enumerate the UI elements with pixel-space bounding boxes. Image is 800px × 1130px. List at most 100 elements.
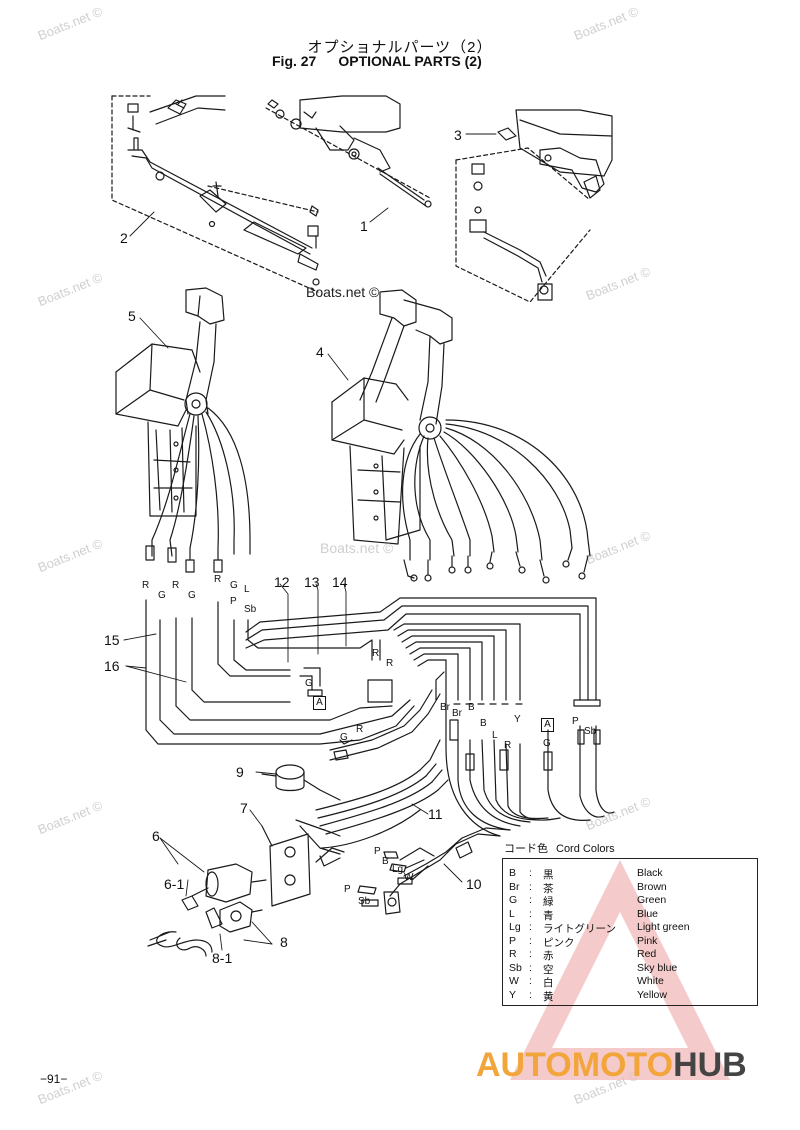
- legend-row: Y : 黄 Yellow: [509, 988, 753, 1003]
- page-title-jp: オプショナルパーツ（2）: [307, 39, 493, 56]
- legend-row: G : 緑 Green: [509, 894, 753, 908]
- legend-en: White: [637, 975, 664, 987]
- brand-logo: AUTOMOTOHUB: [476, 1046, 747, 1085]
- logo-text-secondary: HUB: [673, 1046, 747, 1084]
- wire-label: L: [244, 584, 250, 595]
- legend-jp: 黄: [543, 990, 554, 1003]
- callout-11: 11: [428, 806, 443, 822]
- main-harness-10: [357, 827, 511, 915]
- wire-label: Br: [452, 708, 462, 719]
- remote-control-box-4: [331, 289, 453, 545]
- logo-triangle: [510, 860, 730, 1080]
- panel-plate-7: [261, 825, 345, 907]
- callout-15: 15: [104, 632, 120, 648]
- legend-row: R : 赤 Red: [509, 948, 753, 962]
- callout-9: 9: [236, 764, 244, 780]
- callout-4: 4: [316, 344, 324, 360]
- legend-code: R :: [509, 948, 532, 960]
- legend-en: Yellow: [637, 988, 667, 1001]
- wire-label: B: [468, 702, 475, 713]
- remote-cable-attachment-2: [111, 95, 320, 293]
- legend-row: L : 青 Blue: [509, 907, 753, 922]
- wire-label: Lg: [392, 864, 404, 875]
- wire-label: L: [492, 730, 498, 741]
- callout-16: 16: [104, 658, 120, 674]
- legend-en: Green: [637, 894, 667, 906]
- legend-jp: 黒: [543, 869, 554, 881]
- legend-en: Sky blue: [637, 961, 678, 974]
- callout-14: 14: [332, 574, 348, 590]
- page-number: −91−: [40, 1072, 68, 1086]
- wire-label: P: [230, 596, 237, 607]
- callout-5: 5: [128, 308, 136, 324]
- legend-en: Light green: [637, 921, 690, 933]
- remote-cable-attachment-1: [265, 95, 432, 208]
- emergency-stop-8: [147, 901, 263, 957]
- legend-jp: 空: [543, 963, 554, 976]
- legend-title-jp: コード色: [504, 843, 548, 855]
- legend-row: W : 白 White: [509, 975, 753, 989]
- throttle-linkage-3: [455, 109, 613, 303]
- callout-7: 7: [240, 800, 248, 816]
- callout-6: 6: [152, 828, 160, 844]
- legend-title-en: Cord Colors: [556, 843, 615, 855]
- legend-code: L :: [509, 907, 532, 920]
- callout-8-1: 8-1: [212, 950, 233, 966]
- wire-label: B: [382, 856, 389, 867]
- logo-text-primary: AUTOMOTO: [476, 1046, 674, 1084]
- wire-label: Y: [514, 714, 521, 725]
- wire-label: R: [504, 740, 512, 751]
- wire-label: R: [172, 580, 180, 591]
- wire-label: P: [374, 846, 381, 857]
- callout-12: 12: [274, 574, 290, 590]
- wire-label: G: [230, 580, 238, 591]
- legend-code: G :: [509, 894, 532, 906]
- legend-row: B : 黒 Black: [509, 867, 753, 881]
- callout-8: 8: [280, 934, 288, 950]
- leader-lines: [123, 133, 497, 951]
- legend-en: Brown: [637, 880, 667, 893]
- wire-label: G: [158, 590, 166, 601]
- legend-code: Sb :: [509, 961, 532, 974]
- callout-10: 10: [466, 876, 482, 892]
- wire-label: Sb: [244, 604, 257, 615]
- wire-label: W: [404, 872, 414, 883]
- callout-13: 13: [304, 574, 320, 590]
- legend-en: Pink: [637, 934, 658, 947]
- legend-code: P :: [509, 934, 532, 947]
- callout-2: 2: [120, 230, 128, 246]
- wire-harness-box4: [402, 419, 591, 584]
- legend-title: コード色 Cord Colors: [504, 840, 623, 856]
- wire-label: R: [372, 648, 380, 659]
- wire-label: G: [188, 590, 196, 601]
- legend-en: Black: [637, 867, 663, 879]
- legend-jp: ライトグリーン: [543, 923, 616, 935]
- legend-jp: 青: [543, 909, 554, 922]
- figure-title: OPTIONAL PARTS (2): [338, 53, 482, 69]
- legend-jp: 赤: [543, 950, 554, 962]
- wire-label: Sb: [584, 726, 597, 737]
- wire-label: P: [344, 884, 351, 895]
- remote-control-box-5: [115, 287, 225, 517]
- wire-label: R: [214, 574, 222, 585]
- legend-row: Br : 茶 Brown: [509, 880, 753, 895]
- wire-label: G: [340, 732, 348, 743]
- figure-label: Fig. 27: [272, 53, 317, 69]
- legend-en: Blue: [637, 907, 659, 920]
- wire-harness-box5: [145, 407, 251, 573]
- wire-label: R: [386, 658, 394, 669]
- legend-row: Lg : ライトグリーン Light green: [509, 921, 753, 935]
- buzzer-9: [261, 764, 341, 801]
- wire-label: G: [543, 738, 551, 749]
- legend-row: Sb : 空 Sky blue: [509, 961, 753, 976]
- legend-code: B :: [509, 867, 532, 879]
- callout-1: 1: [360, 218, 368, 234]
- legend-code: W :: [509, 975, 532, 987]
- wire-label: P: [572, 716, 579, 727]
- extension-harness: [145, 597, 615, 855]
- legend-code: Lg :: [509, 921, 532, 933]
- legend-en: Red: [637, 948, 657, 960]
- legend-jp: 白: [543, 977, 554, 989]
- wire-label: Sb: [358, 896, 371, 907]
